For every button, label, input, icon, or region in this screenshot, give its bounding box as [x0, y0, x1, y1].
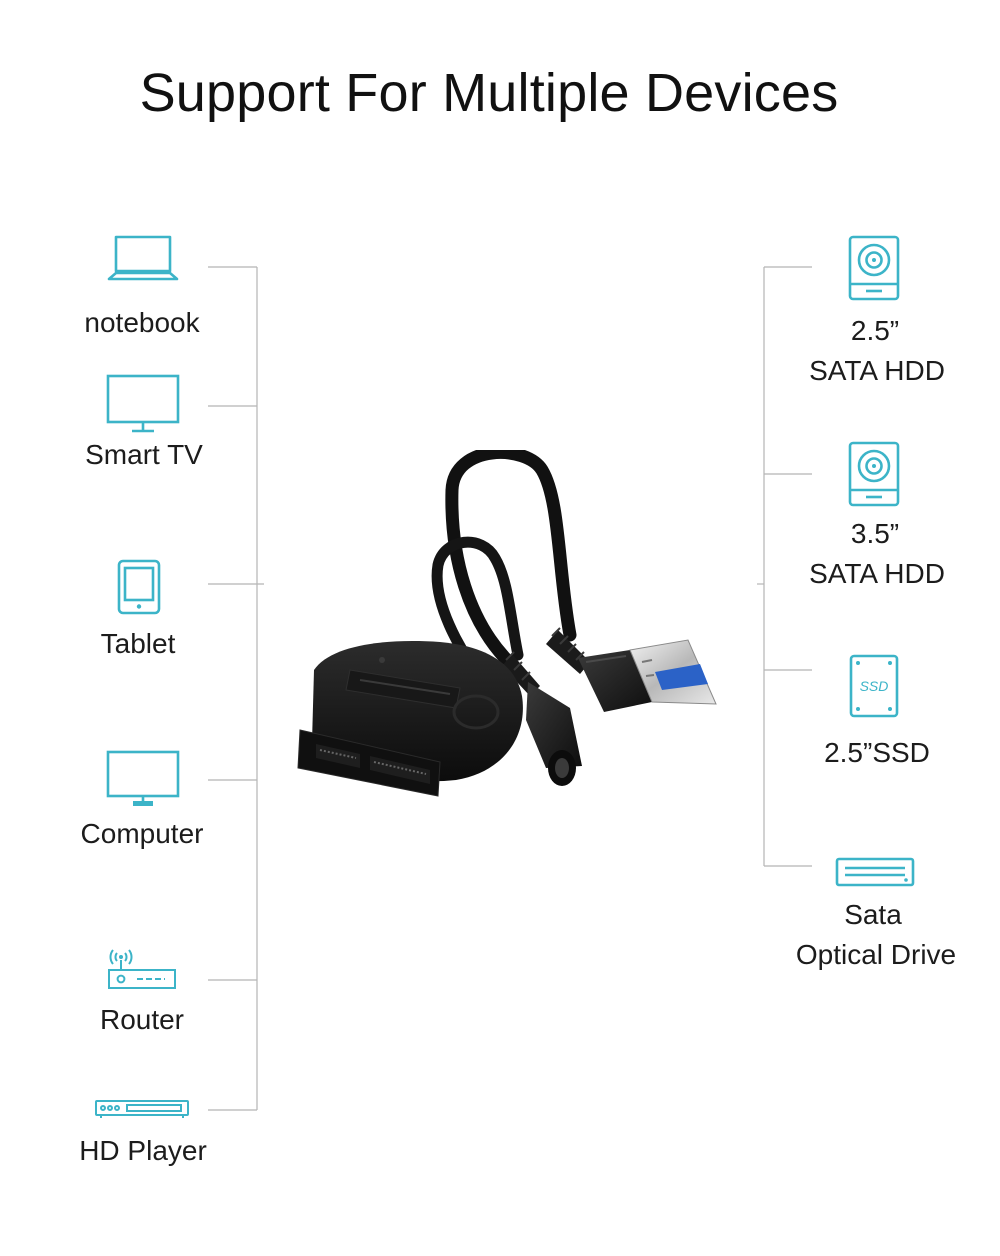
device-label-3-5-hdd-size: 3.5” [850, 518, 900, 549]
hard-drive-icon [848, 441, 900, 507]
router-icon [107, 948, 179, 992]
ssd-icon: SSD [849, 654, 899, 718]
device-label-2-5-hdd-size: 2.5” [850, 315, 900, 346]
device-label-computer: Computer [80, 818, 204, 849]
usb-sata-adapter-cable [290, 446, 730, 815]
tv-icon [106, 374, 180, 434]
page-title: Support For Multiple Devices [139, 63, 839, 123]
media-player-icon [95, 1099, 189, 1119]
ssd-icon-text: SSD [860, 678, 889, 694]
device-label-tablet: Tablet [100, 628, 176, 659]
device-label-hd-player: HD Player [79, 1135, 207, 1166]
device-label-ssd: 2.5”SSD [824, 737, 930, 768]
device-label-3-5-hdd-type: SATA HDD [809, 558, 945, 589]
optical-drive-icon [835, 857, 915, 887]
device-label-notebook: notebook [84, 307, 200, 338]
device-label-optical-type: Optical Drive [795, 939, 957, 970]
tablet-icon [117, 559, 161, 615]
device-label-router: Router [99, 1004, 185, 1035]
device-label-optical-size: Sata [844, 899, 902, 930]
device-label-2-5-hdd-type: SATA HDD [809, 355, 945, 386]
device-label-smart-tv: Smart TV [85, 439, 203, 470]
hard-drive-icon [848, 235, 900, 301]
laptop-icon [107, 234, 179, 282]
monitor-icon [106, 750, 180, 808]
